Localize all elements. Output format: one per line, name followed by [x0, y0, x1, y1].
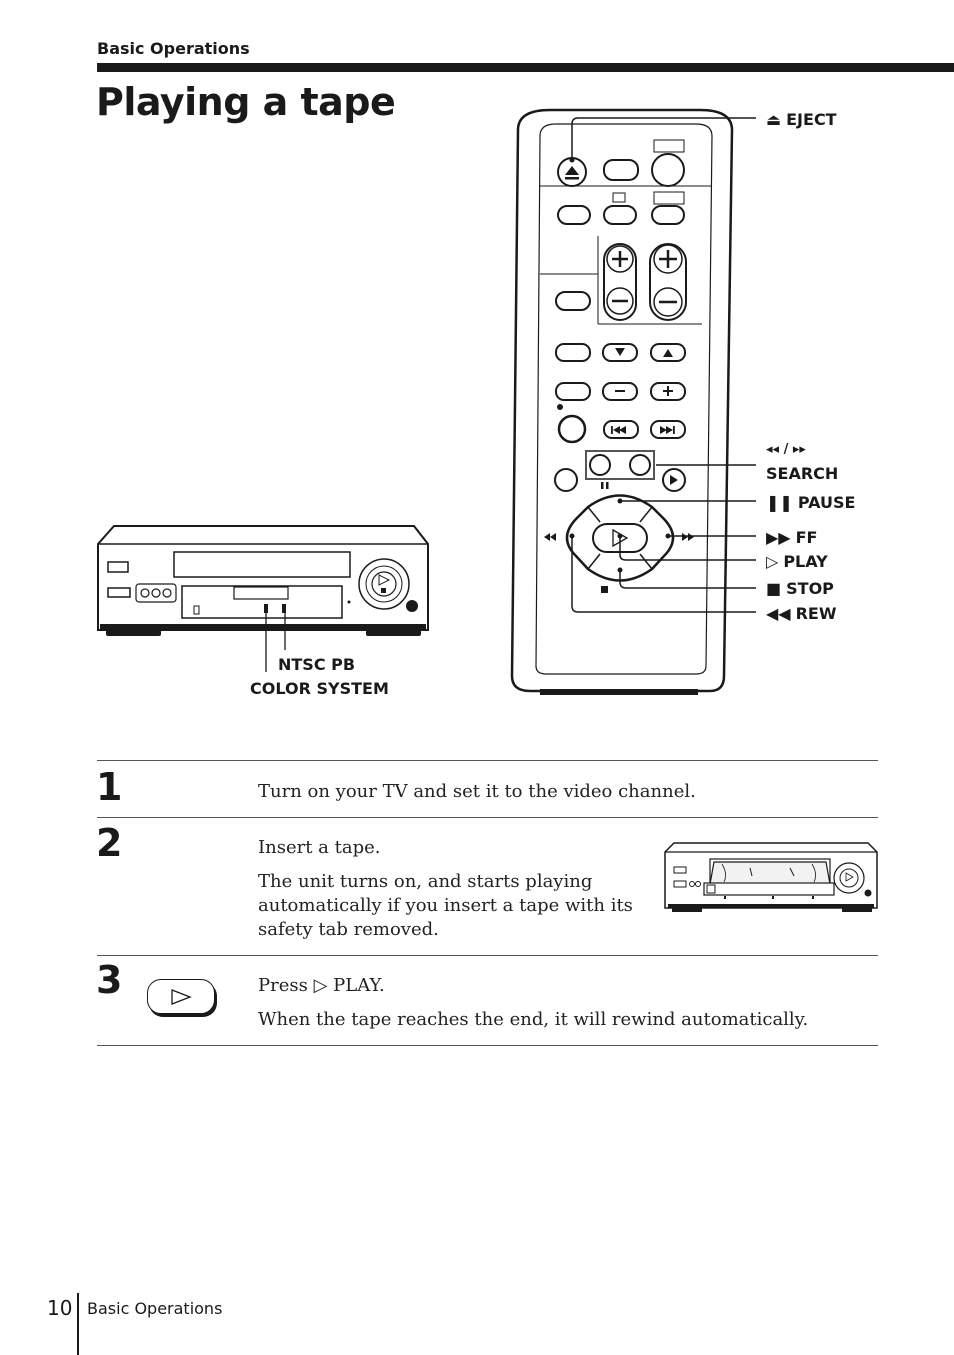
vcr-connector-lines	[265, 608, 286, 672]
play-icon	[171, 989, 192, 1005]
step-3-number: 3	[96, 958, 123, 1002]
search-callout: SEARCH	[766, 464, 839, 483]
header-rule	[97, 63, 954, 72]
stop-callout: ■STOP	[766, 579, 834, 598]
rewind-icon: ◀◀	[766, 604, 791, 623]
fast-forward-icon: ▶▶	[766, 528, 791, 547]
step-2-line-4: safety tab removed.	[258, 919, 439, 940]
search-symbols: ◂◂ / ▸▸	[766, 442, 806, 457]
step-divider	[97, 760, 878, 761]
page-number: 10	[47, 1296, 73, 1320]
step-2-number: 2	[96, 821, 123, 865]
step-1-number: 1	[96, 765, 123, 809]
ntsc-pb-label: NTSC PB	[278, 655, 356, 674]
remote-control-illustration	[510, 108, 734, 695]
vcr-illustration	[97, 525, 429, 636]
step-1-text: Turn on your TV and set it to the video …	[258, 781, 696, 802]
color-system-label: COLOR SYSTEM	[250, 679, 389, 698]
step-divider	[97, 955, 878, 956]
step-2-line-3: automatically if you insert a tape with …	[258, 895, 633, 916]
vcr-tape-insert-illustration	[664, 842, 878, 912]
play-callout: ▷PLAY	[766, 552, 828, 571]
stop-icon: ■	[766, 579, 782, 598]
ff-callout: ▶▶FF	[766, 528, 818, 547]
rew-callout: ◀◀REW	[766, 604, 837, 623]
play-button-illustration	[147, 979, 215, 1014]
section-header: Basic Operations	[97, 39, 250, 58]
step-divider	[97, 817, 878, 818]
eject-callout: ⏏EJECT	[766, 110, 837, 129]
footer-divider	[77, 1293, 79, 1355]
eject-icon: ⏏	[766, 110, 782, 129]
play-icon: ▷	[766, 552, 779, 571]
pause-callout: ❚❚PAUSE	[766, 493, 856, 512]
step-2-line-2: The unit turns on, and starts playing	[258, 871, 593, 892]
step-3-line-1: Press ▷ PLAY.	[258, 975, 385, 996]
step-divider	[97, 1045, 878, 1046]
step-2-line-1: Insert a tape.	[258, 837, 381, 858]
footer-section: Basic Operations	[87, 1299, 223, 1318]
page-title: Playing a tape	[96, 80, 396, 124]
step-3-line-2: When the tape reaches the end, it will r…	[258, 1009, 809, 1030]
remote-callout-lines	[569, 117, 756, 613]
pause-icon: ❚❚	[766, 493, 793, 512]
